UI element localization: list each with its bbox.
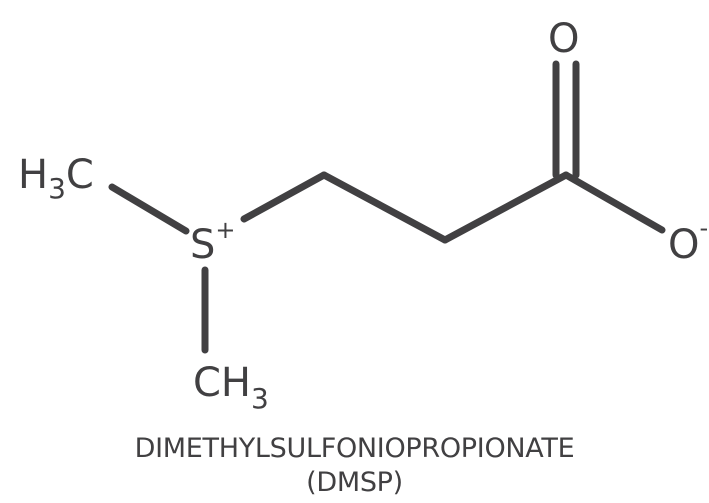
bond-sulfur-ch2: [240, 171, 328, 223]
bond-methyl-top-sulfur: [108, 183, 190, 235]
atom-sulfur: S+: [190, 216, 236, 268]
compound-abbreviation: (DMSP): [306, 467, 403, 498]
bond-ch2-ch2: [320, 171, 449, 244]
bond-ch2-carboxyl: [441, 171, 570, 244]
atom-carbonyl-oxygen: O: [548, 16, 579, 62]
atom-carboxylate-oxygen: O-: [668, 214, 708, 268]
atom-methyl-top: H3C: [18, 152, 94, 205]
compound-name: DIMETHYLSULFONIOPROPIONATE: [134, 433, 575, 464]
atom-methyl-bottom: CH3: [193, 360, 269, 415]
bond-carboxyl-o-minus: [562, 171, 666, 234]
